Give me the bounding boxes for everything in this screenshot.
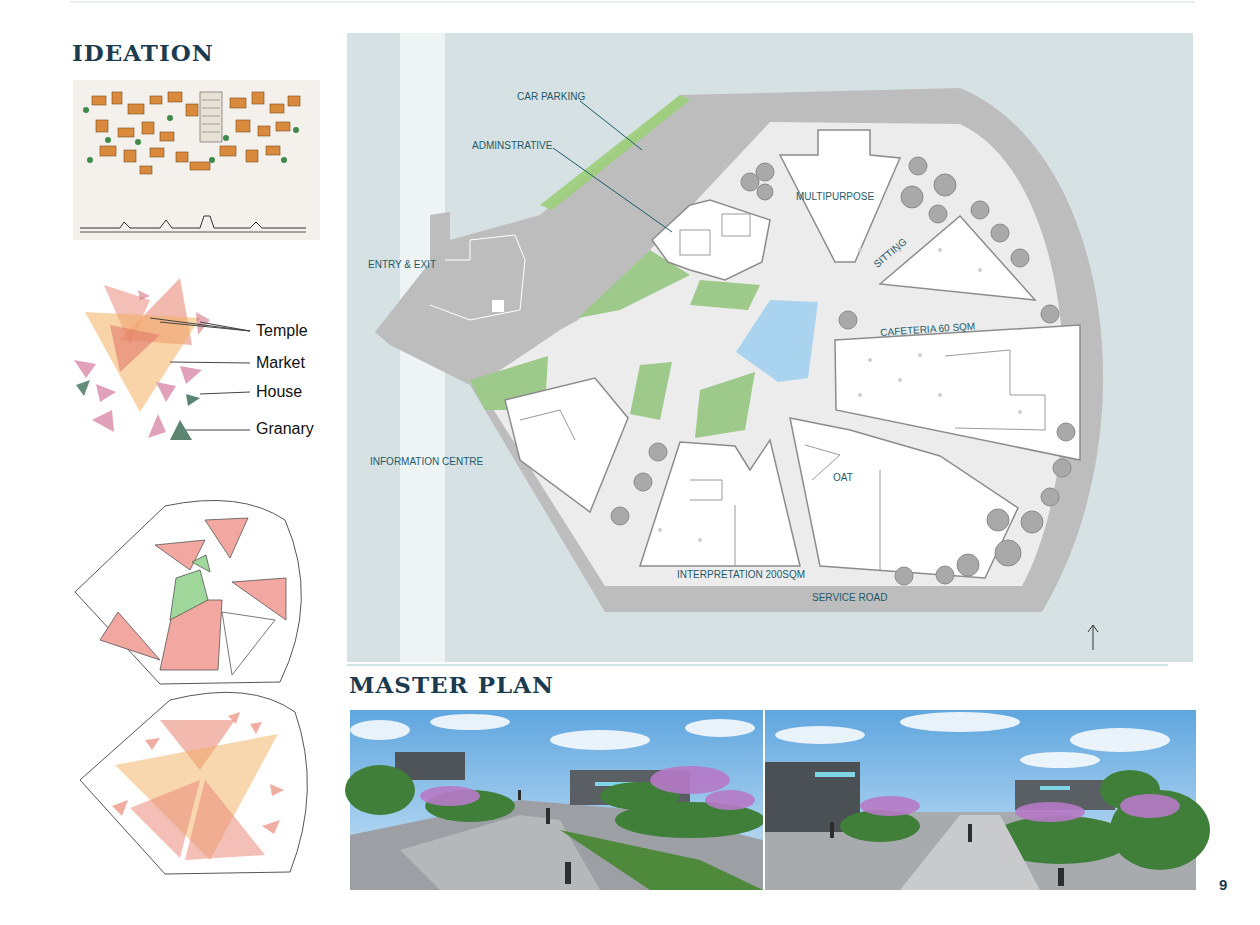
road-label: SERVICE ROAD bbox=[812, 593, 887, 603]
plan-label: INFORMATION CENTRE bbox=[370, 457, 483, 467]
diagram-label: Granary bbox=[256, 421, 314, 437]
building-label: INTERPRETATION 200SQM bbox=[677, 570, 805, 580]
plan-label: ADMINSTRATIVE bbox=[472, 141, 552, 151]
zoning-diagram bbox=[75, 500, 301, 684]
diagram-label: Temple bbox=[256, 323, 308, 339]
zoning-diagram bbox=[80, 692, 307, 874]
diagram-label: Market bbox=[256, 355, 305, 371]
board-heading: IDEATION bbox=[72, 41, 214, 64]
render-views bbox=[345, 710, 1210, 890]
board-heading: MASTER PLAN bbox=[349, 673, 554, 696]
page-number: 9 bbox=[1219, 877, 1227, 892]
plan-label: CAR PARKING bbox=[517, 92, 585, 102]
triangle-composition bbox=[74, 278, 210, 440]
building-label: MULTIPURPOSE bbox=[796, 192, 874, 202]
site-plan bbox=[347, 33, 1193, 662]
leader-lines bbox=[150, 318, 250, 430]
village-sketch bbox=[73, 80, 320, 240]
building-label: OAT bbox=[833, 473, 853, 483]
plan-label: ENTRY & EXIT bbox=[368, 260, 436, 270]
diagram-label: House bbox=[256, 384, 302, 400]
